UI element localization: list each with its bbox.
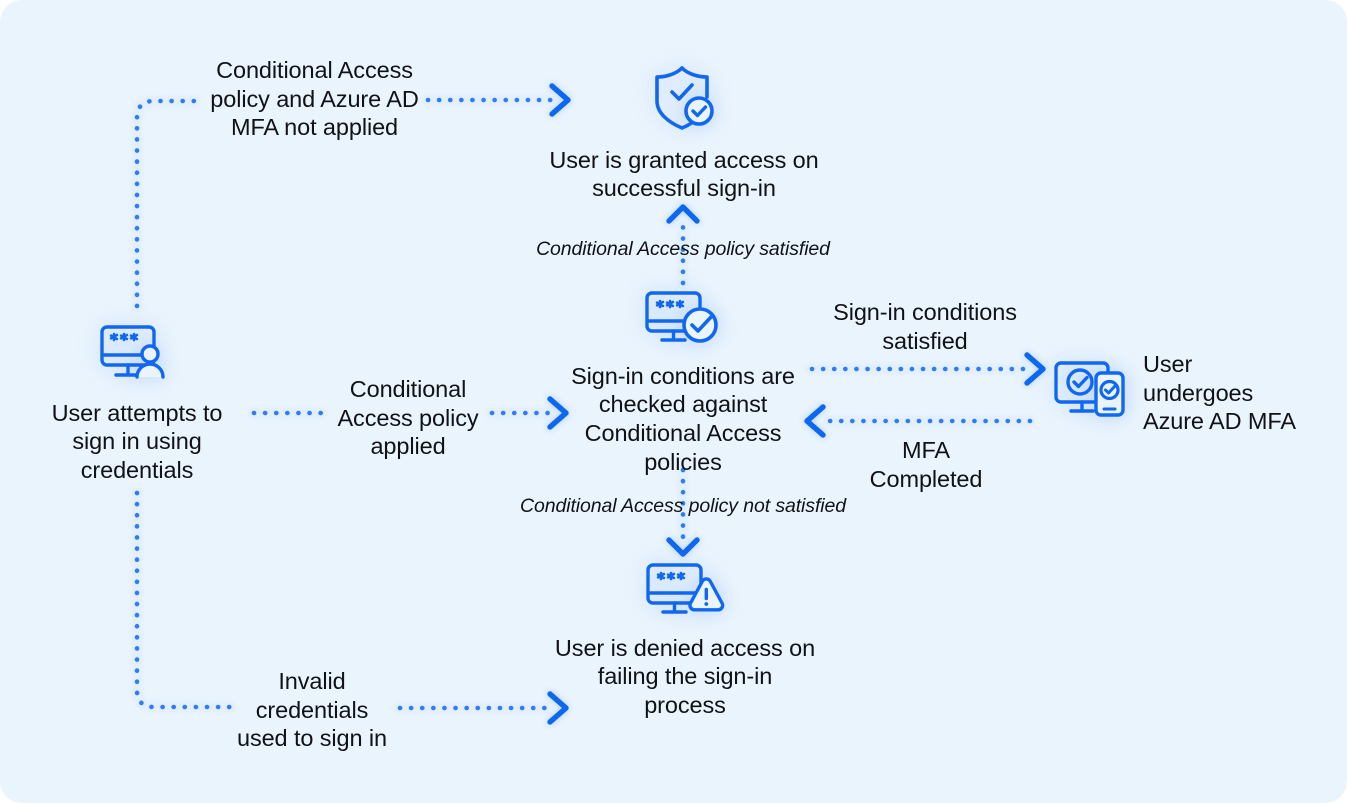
- edge-label-mfa-completed-line1: MFA: [901, 437, 950, 463]
- node-user-granted-line2: successful sign-in: [592, 175, 776, 202]
- edge-label-invalid-credentials-line1: Invalid: [278, 668, 346, 694]
- edge-label-policy-applied-line1: Conditional: [349, 376, 467, 402]
- edge-label-policy-not-satisfied-text: Conditional Access policy not satisfied: [520, 495, 846, 517]
- node-user-mfa-line3: Azure AD MFA: [1143, 408, 1296, 435]
- node-user-mfa-text: User undergoes Azure AD MFA: [1143, 350, 1296, 436]
- node-user-attempt-line3: credentials: [80, 456, 194, 483]
- node-user-mfa-line1: User: [1143, 351, 1193, 377]
- node-user-granted: User is granted access on successful sig…: [525, 64, 843, 203]
- node-user-denied-line1: User is denied access on: [554, 634, 816, 661]
- edge-label-invalid-credentials-line2: credentials: [255, 696, 369, 723]
- edge-label-policy-satisfied: Conditional Access policy satisfied: [443, 238, 923, 261]
- edge-label-policy-applied: Conditional Access policy applied: [328, 375, 488, 461]
- edge-label-policy-not-satisfied: Conditional Access policy not satisfied: [443, 495, 923, 518]
- edge-label-mfa-completed: MFA Completed: [815, 436, 1037, 493]
- edge-label-invalid-credentials: Invalid credentials used to sign in: [232, 667, 392, 753]
- node-user-granted-line1: User is granted access on: [549, 146, 819, 173]
- node-user-denied-line2: failing the sign-in: [597, 663, 773, 690]
- edge-label-mfa-completed-line2: Completed: [869, 465, 983, 492]
- edge-label-conditions-satisfied-line2: satisfied: [882, 327, 968, 354]
- monitor-password-warning-icon: [530, 562, 840, 627]
- edge-label-policy-applied-line2: Access policy: [337, 404, 479, 431]
- edge-label-conditions-satisfied-line1: Sign-in conditions: [833, 299, 1017, 325]
- node-conditions-checked-line4: policies: [644, 448, 722, 475]
- edge-label-policy-satisfied-text: Conditional Access policy satisfied: [536, 238, 830, 260]
- node-user-mfa: User undergoes Azure AD MFA: [1053, 350, 1296, 436]
- node-user-denied: User is denied access on failing the sig…: [530, 562, 840, 720]
- node-user-attempt: User attempts to sign in using credentia…: [26, 323, 248, 485]
- edge-label-policy-not-applied-line2: policy and Azure AD: [210, 85, 419, 112]
- monitor-password-check-icon: [535, 290, 831, 355]
- edge-label-conditions-satisfied: Sign-in conditions satisfied: [805, 298, 1045, 355]
- node-conditions-checked-line3: Conditional Access: [584, 419, 782, 446]
- monitor-password-user-icon: [26, 323, 248, 392]
- node-conditions-checked-line2: checked against: [598, 391, 768, 418]
- node-user-denied-line3: process: [644, 691, 726, 718]
- edge-label-policy-not-applied: Conditional Access policy and Azure AD M…: [197, 56, 432, 142]
- edge-label-invalid-credentials-line3: used to sign in: [236, 725, 388, 752]
- node-user-mfa-line2: undergoes: [1143, 379, 1254, 406]
- node-user-attempt-line1: User attempts to: [51, 399, 223, 426]
- shield-check-verified-icon: [525, 64, 843, 139]
- edge-label-policy-not-applied-line3: MFA not applied: [230, 114, 399, 141]
- node-conditions-checked: Sign-in conditions are checked against C…: [535, 290, 831, 476]
- node-user-attempt-line2: sign in using: [72, 428, 202, 455]
- edge-label-policy-applied-line3: applied: [370, 433, 446, 460]
- edge-label-policy-not-applied-line1: Conditional Access: [216, 57, 413, 83]
- node-conditions-checked-line1: Sign-in conditions are: [571, 362, 795, 389]
- monitor-phone-check-icon: [1053, 359, 1129, 426]
